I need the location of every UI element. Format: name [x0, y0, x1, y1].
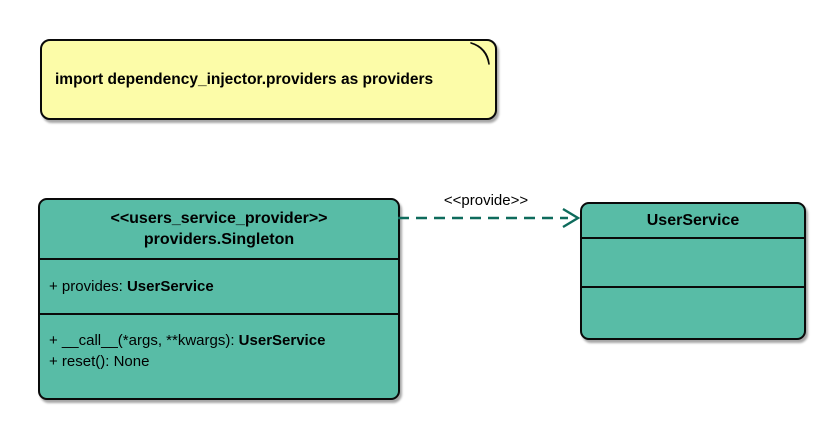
service-class-title: UserService	[582, 204, 804, 237]
provide-arrow	[398, 207, 581, 229]
method-text: + __call__(*args, **kwargs):	[49, 332, 239, 349]
service-class-box: UserService	[580, 202, 806, 340]
attribute-line: + provides: UserService	[49, 278, 214, 295]
method-text: + reset(): None	[49, 353, 150, 370]
provider-class-methods: + __call__(*args, **kwargs): UserService…	[40, 313, 398, 398]
provider-class-title: <<users_service_provider>> providers.Sin…	[40, 200, 398, 258]
attribute-type: UserService	[126, 278, 214, 295]
method-line: + reset(): None	[49, 351, 389, 372]
attribute-text: + provides:	[49, 278, 127, 295]
service-class-attributes-empty	[582, 237, 804, 286]
provider-class-box: <<users_service_provider>> providers.Sin…	[38, 198, 400, 400]
provide-arrow-label: <<provide>>	[443, 192, 529, 209]
provider-class-stereotype: <<users_service_provider>>	[110, 210, 328, 227]
provider-class-attributes: + provides: UserService	[40, 258, 398, 313]
service-class-name: UserService	[646, 212, 740, 229]
provider-class-name: providers.Singleton	[143, 231, 295, 248]
import-note-text: import dependency_injector.providers as …	[55, 70, 434, 88]
note-fold-icon	[470, 42, 490, 65]
method-line: + __call__(*args, **kwargs): UserService	[49, 330, 389, 351]
import-note: import dependency_injector.providers as …	[40, 39, 497, 120]
service-class-methods-empty	[582, 286, 804, 338]
method-return-type: UserService	[238, 332, 326, 349]
